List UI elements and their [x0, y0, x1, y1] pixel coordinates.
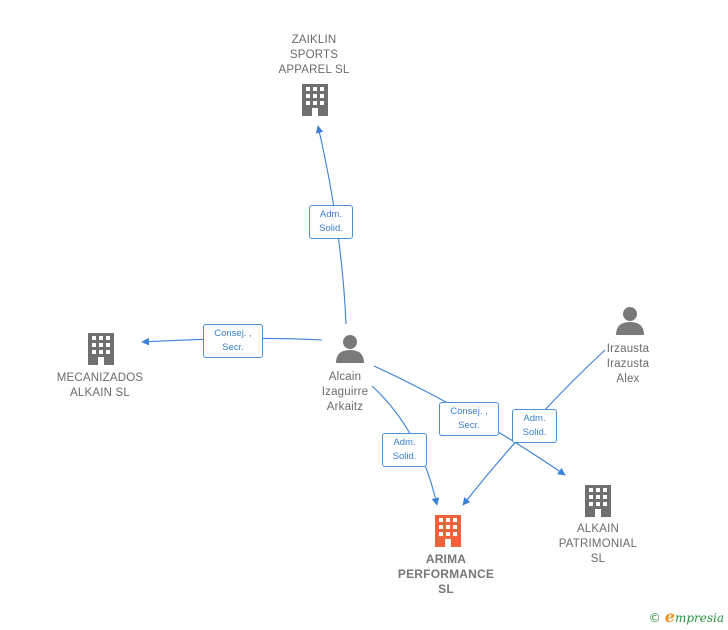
- label-line: Alcain: [328, 371, 362, 383]
- edge-label-line: Adm.: [523, 413, 546, 424]
- brand-watermark[interactable]: ©empresia: [649, 607, 724, 626]
- label-line: APPAREL SL: [278, 64, 350, 76]
- label-line: ALKAIN SL: [70, 387, 130, 399]
- person-icon[interactable]: [616, 307, 644, 335]
- edge-label-line: Solid.: [319, 223, 343, 234]
- node-label-arima[interactable]: ARIMA PERFORMANCE SL: [388, 552, 504, 597]
- edge-label-line: Solid.: [392, 451, 417, 462]
- edge-label-alcain-alkain: Consej. , Secr.: [439, 402, 499, 436]
- brand-initial: e: [664, 607, 675, 626]
- label-line: SL: [590, 553, 606, 565]
- node-label-alkain-patrimonial[interactable]: ALKAIN PATRIMONIAL SL: [548, 522, 648, 567]
- edge-label-line: Secr.: [222, 342, 244, 353]
- building-icon[interactable]: [302, 84, 328, 116]
- edge-label-line: Adm.: [319, 209, 343, 220]
- label-line: ARIMA: [425, 552, 467, 566]
- edge-label-line: Solid.: [522, 427, 547, 438]
- node-label-zaiklin[interactable]: ZAIKLIN SPORTS APPAREL SL: [264, 33, 364, 78]
- person-icon[interactable]: [336, 335, 364, 363]
- label-line: SPORTS: [289, 49, 339, 61]
- label-line: Izaguirre: [321, 386, 369, 398]
- edge-label-line: Consej. ,: [450, 406, 488, 417]
- label-line: Arkaitz: [326, 401, 364, 413]
- edge-label-irzausta-arima: Adm. Solid.: [512, 409, 557, 443]
- edge-label-line: Adm.: [393, 437, 416, 448]
- brand-name: mpresia: [674, 611, 724, 625]
- node-label-mecanizados[interactable]: MECANIZADOS ALKAIN SL: [45, 371, 155, 401]
- focus-building-icon[interactable]: [435, 515, 461, 547]
- edge-label-alcain-zaiklin: Adm. Solid.: [309, 205, 353, 239]
- label-line: SL: [438, 582, 454, 596]
- copyright-icon: ©: [648, 611, 661, 625]
- edge-label-line: Consej. ,: [214, 328, 252, 339]
- edge-label-alcain-arima: Adm. Solid.: [382, 433, 427, 467]
- label-line: Irzausta: [606, 343, 650, 355]
- edge-label-alcain-mecanizados: Consej. , Secr.: [203, 324, 263, 358]
- label-line: PERFORMANCE: [397, 567, 495, 581]
- label-line: Alex: [616, 373, 640, 385]
- node-label-alcain[interactable]: Alcain Izaguirre Arkaitz: [305, 370, 385, 415]
- label-line: ZAIKLIN: [291, 34, 337, 46]
- label-line: Irazusta: [606, 358, 650, 370]
- edge-label-line: Secr.: [458, 420, 480, 431]
- label-line: MECANIZADOS: [56, 372, 144, 384]
- building-icon[interactable]: [88, 333, 114, 365]
- building-icon[interactable]: [585, 485, 611, 517]
- label-line: PATRIMONIAL: [558, 538, 638, 550]
- label-line: ALKAIN: [576, 523, 620, 535]
- node-label-irzausta[interactable]: Irzausta Irazusta Alex: [590, 342, 666, 387]
